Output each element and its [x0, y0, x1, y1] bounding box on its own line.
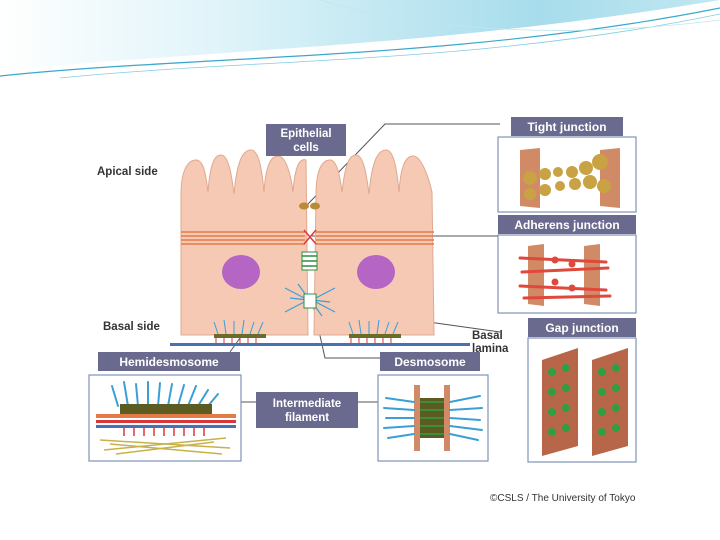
tight-junction-panel: Tight junction [497, 117, 637, 213]
hemidesmosome-label-box [98, 352, 240, 371]
basal-lamina-bar [170, 343, 470, 346]
svg-text:Intermediate: Intermediate [273, 398, 341, 410]
basal-side-label: Basal side [103, 321, 160, 333]
desmosome-marker [284, 283, 336, 317]
svg-text:filament: filament [285, 412, 329, 424]
tight-junction-label-box [511, 117, 623, 136]
gap-junction-marker [301, 251, 318, 271]
svg-text:Epithelial: Epithelial [280, 128, 331, 140]
adherens-junction-label-box [498, 215, 636, 234]
hemidesmosome-markers [213, 319, 401, 343]
apical-side-label: Apical side [97, 166, 158, 178]
epithelial-cells-label: Epithelial cells [266, 124, 346, 156]
copyright-credit: ©CSLS / The University of Tokyo [490, 493, 636, 504]
adherens-junction-marker [303, 229, 317, 245]
svg-text:Hemidesmosome: Hemidesmosome [119, 355, 219, 369]
basal-lamina-label-line2: lamina [472, 343, 509, 355]
desmosome-label-box [380, 352, 480, 371]
svg-text:Tight junction: Tight junction [527, 120, 606, 134]
epithelial-cell-left [180, 149, 309, 336]
svg-text:Adherens junction: Adherens junction [514, 218, 619, 232]
tight-junction-marker [299, 202, 320, 210]
adherens-belt-lines [181, 231, 434, 245]
nucleus-left [222, 255, 260, 289]
adherens-junction-panel: Adherens junction [497, 215, 637, 314]
gap-junction-label-box [528, 318, 636, 337]
desmosome-panel: Desmosome [377, 352, 489, 462]
svg-text:Desmosome: Desmosome [394, 355, 466, 369]
svg-text:cells: cells [293, 142, 319, 154]
nucleus-right [357, 255, 395, 289]
svg-text:Gap junction: Gap junction [545, 321, 618, 335]
hemidesmosome-panel: Hemidesmosome [88, 352, 242, 462]
basal-lamina-label-line1: Basal [472, 330, 503, 342]
header-swoosh-decoration [0, 0, 720, 79]
intermediate-filament-label: Intermediate filament [256, 392, 358, 428]
epithelial-cell-right [313, 149, 435, 336]
gap-junction-panel: Gap junction [527, 318, 637, 463]
